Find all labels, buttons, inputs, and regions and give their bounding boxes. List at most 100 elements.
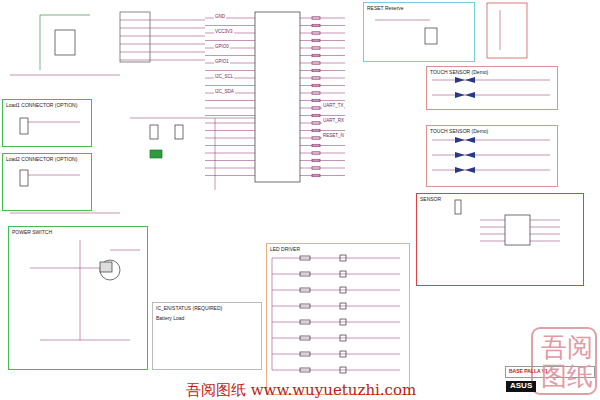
capacitor-symbol [150, 125, 158, 139]
ic-symbol [505, 215, 530, 245]
pin-wire [205, 108, 255, 109]
signal-name: RESET_N [322, 134, 345, 139]
schematic-block: RESET Reserve [363, 2, 475, 62]
resistor-symbol [312, 137, 320, 139]
wire [10, 75, 120, 76]
signal-name: GND [214, 15, 226, 20]
resistor-symbol [312, 54, 320, 56]
schematic-block: TOUCH SENSOR (Demo) [426, 66, 558, 110]
resistor-symbol [312, 99, 320, 101]
connector-symbol [120, 12, 150, 62]
wire [530, 241, 560, 242]
resistor-symbol [312, 24, 320, 26]
pin-wire [300, 153, 345, 154]
pin-wire [300, 33, 345, 34]
block-heading: Battery Load [153, 313, 261, 323]
resistor-symbol [300, 352, 310, 356]
pin-wire [300, 78, 345, 79]
resistor-symbol [312, 159, 320, 161]
pin-wire [300, 85, 345, 86]
resistor-symbol [312, 69, 320, 71]
wire [480, 234, 505, 235]
crystal-symbol [150, 150, 162, 158]
wire [120, 20, 205, 21]
block-heading: IC_EN/STATUS (REQUIRED) [153, 303, 261, 313]
resistor-symbol [312, 39, 320, 41]
block-heading: POWER SWITCH [9, 227, 147, 237]
pin-wire [272, 290, 400, 291]
resistor-symbol [312, 92, 320, 94]
wire [432, 95, 550, 96]
wire [40, 340, 130, 341]
resistor-symbol [312, 122, 320, 124]
box-outline [487, 3, 527, 58]
wire [432, 80, 550, 81]
wire [30, 268, 100, 269]
pin-wire [205, 100, 255, 101]
schematic-block: SENSOR [416, 193, 584, 286]
schematic-block: LED DRIVER [266, 243, 410, 395]
box-outline [40, 15, 41, 70]
led-symbol [340, 271, 346, 277]
resistor-symbol [312, 114, 320, 116]
stamp-frame [532, 328, 596, 394]
block-heading: Load1 CONNECTOR (OPTION) [3, 100, 91, 110]
resistor-symbol [300, 272, 310, 276]
pin-wire [205, 70, 255, 71]
pin-wire [272, 354, 400, 355]
transistor-symbol [100, 262, 112, 272]
box-outline [40, 15, 90, 16]
led-symbol [340, 287, 346, 293]
pin-wire [205, 175, 255, 176]
block-heading: LED DRIVER [267, 244, 409, 254]
resistor-symbol [300, 368, 310, 372]
resistor-symbol [312, 17, 320, 19]
resistor-symbol [312, 167, 320, 169]
signal-name: I2C_SDA [214, 90, 235, 95]
signal-name: GPIO0 [214, 45, 230, 50]
pin-wire [300, 48, 345, 49]
pin-wire [300, 145, 345, 146]
signal-name: VCC3V3 [214, 30, 234, 35]
pin-wire [205, 153, 255, 154]
capacitor-symbol [175, 125, 183, 139]
pin-wire [205, 55, 255, 56]
led-symbol [340, 335, 346, 341]
pin-wire [300, 160, 345, 161]
schematic-block: POWER SWITCH [8, 226, 148, 370]
pin-wire [300, 55, 345, 56]
resistor-symbol [300, 256, 310, 260]
block-heading: TOUCH SENSOR (Demo) [427, 67, 557, 77]
connector-symbol [20, 170, 28, 186]
wire [530, 227, 560, 228]
block-heading: TOUCH SENSOR (Demo) [427, 126, 557, 136]
led-symbol [340, 303, 346, 309]
ic-symbol [55, 30, 75, 55]
block-heading: Load2 CONNECTOR (OPTION) [3, 154, 91, 164]
resistor-symbol [300, 288, 310, 292]
block-heading: RESET Reserve [364, 3, 474, 13]
wire [120, 36, 205, 37]
wire [28, 175, 80, 176]
pin-wire [300, 175, 345, 176]
wire [80, 240, 81, 340]
signal-name: UART_RX [322, 119, 345, 124]
pin-wire [272, 306, 400, 307]
capacitor-symbol [455, 200, 461, 214]
block-heading: SENSOR [417, 194, 583, 204]
pin-wire [300, 93, 345, 94]
wire [120, 44, 205, 45]
wire [28, 122, 80, 123]
pin-wire [300, 115, 345, 116]
pin-wire [205, 138, 255, 139]
schematic-block: IC_EN/STATUS (REQUIRED)Battery Load [152, 302, 262, 370]
wire [272, 258, 273, 370]
wire [10, 213, 120, 214]
pin-wire [300, 63, 345, 64]
wire [480, 241, 505, 242]
pin-wire [272, 322, 400, 323]
wire [120, 52, 205, 53]
wire [530, 234, 560, 235]
pin-wire [272, 338, 400, 339]
schematic-block: Load1 CONNECTOR (OPTION) [2, 99, 92, 147]
